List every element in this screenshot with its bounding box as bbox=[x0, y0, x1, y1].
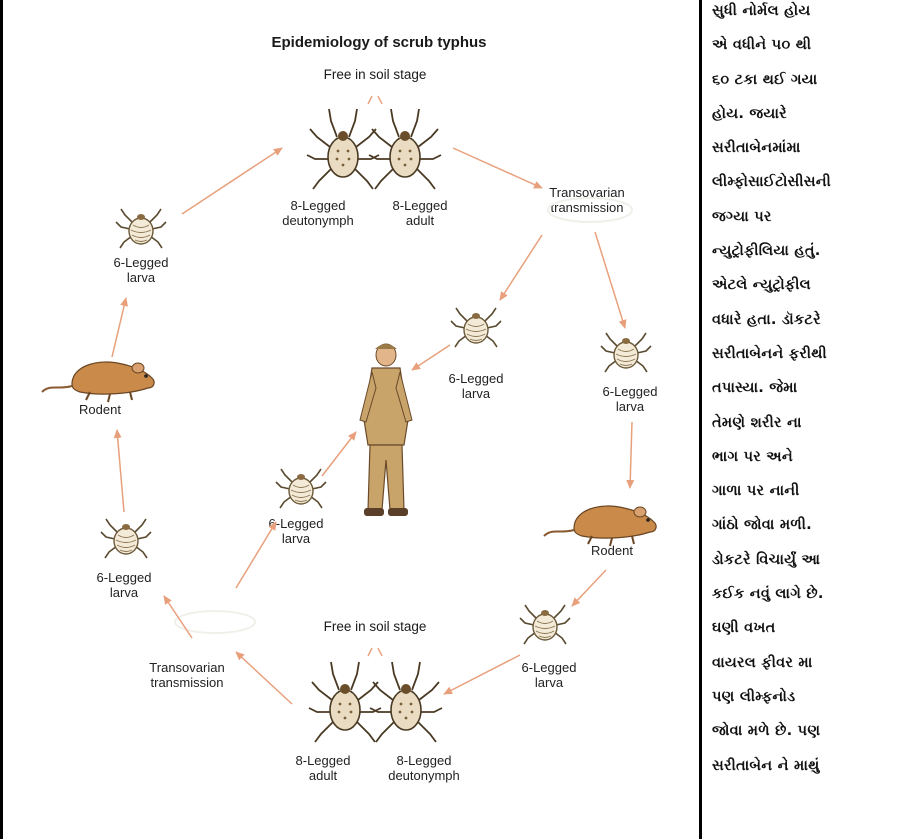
article-line: ડોકટરે વિચાર્યું આ bbox=[712, 543, 908, 577]
arrow-adult-to-transovarian-left bbox=[236, 652, 292, 704]
arrow-transovarian-to-larva-right bbox=[595, 232, 625, 328]
article-line: લીમ્ફોસાઈટોસીસની bbox=[712, 165, 908, 199]
larva-right-top-label-1: 6-Legged bbox=[603, 384, 658, 399]
adult-bottom-label-2: adult bbox=[309, 768, 338, 783]
arrow-adult-to-transovarian bbox=[453, 148, 542, 188]
transovarian-left-label-1: Transovarian bbox=[149, 660, 224, 675]
article-line: તેમણે શરીર ના bbox=[712, 406, 908, 440]
arrow-larva-to-deutonymph-bottom bbox=[444, 655, 520, 694]
article-line: સુધી નોર્મલ હોય bbox=[712, 0, 908, 28]
transovarian-right-label-2: transmission bbox=[551, 200, 624, 215]
arrow-transovarian-to-larva-center-bottom bbox=[236, 522, 276, 588]
arrow-rodent-to-larva-left bbox=[112, 298, 126, 357]
larva-left-bottom-label-2: larva bbox=[110, 585, 139, 600]
larva-left-top-label-1: 6-Legged bbox=[114, 255, 169, 270]
larva-left-top-label-2: larva bbox=[127, 270, 156, 285]
deutonymph-bottom-mite-icon bbox=[370, 662, 442, 742]
arrow-transovarian-to-larva-center bbox=[500, 235, 542, 300]
larva-left-bottom-icon bbox=[101, 519, 151, 558]
deutonymph-top-mite-icon bbox=[307, 109, 379, 189]
arrow-larva-to-rodent-left bbox=[117, 430, 124, 512]
deutonymph-bottom-label-1: 8-Legged bbox=[397, 753, 452, 768]
adult-bottom-label-1: 8-Legged bbox=[296, 753, 351, 768]
larva-right-bottom-icon bbox=[520, 605, 570, 644]
larva-left-bottom-label-1: 6-Legged bbox=[97, 570, 152, 585]
article-line: કઈક નવું લાગે છે. bbox=[712, 577, 908, 611]
article-line: ન્યુટ્રોફીલિયા હતું. bbox=[712, 234, 908, 268]
free-in-soil-bottom-label: Free in soil stage bbox=[324, 619, 427, 634]
article-line: જોવા મળે છે. પણ bbox=[712, 714, 908, 748]
deutonymph-top-label-1: 8-Legged bbox=[291, 198, 346, 213]
article-line: ગાંઠો જોવા મળી. bbox=[712, 508, 908, 542]
article-line: ૬૦ ટકા થઈ ગયા bbox=[712, 63, 908, 97]
arrow-larva-to-rodent-right bbox=[630, 422, 632, 488]
arrow-rodent-to-larva-right bbox=[572, 570, 606, 606]
deutonymph-top-label-2: deutonymph bbox=[282, 213, 354, 228]
article-line: ગાળા પર નાની bbox=[712, 474, 908, 508]
rodent-right-label: Rodent bbox=[591, 543, 633, 558]
article-line: એટલે ન્યુટ્રોફીલ bbox=[712, 268, 908, 302]
larva-left-top-icon bbox=[116, 209, 166, 248]
soil-release-marks-bottom bbox=[368, 648, 382, 656]
article-line: સરીતાબેનને ફરીથી bbox=[712, 337, 908, 371]
free-in-soil-top-label: Free in soil stage bbox=[324, 67, 427, 82]
rodent-right-icon bbox=[544, 506, 656, 546]
article-line: જગ્યા પર bbox=[712, 200, 908, 234]
arrow-larva-center-bottom-to-human bbox=[322, 432, 356, 476]
deutonymph-bottom-label-2: deutonymph bbox=[388, 768, 460, 783]
arrow-larva-center-to-human bbox=[412, 345, 450, 370]
article-line: વધારે હતા. ડૉકટરે bbox=[712, 303, 908, 337]
larva-center-top-label-2: larva bbox=[462, 386, 491, 401]
scrub-typhus-diagram: Epidemiology of scrub typhus Free in soi… bbox=[0, 0, 702, 839]
transovarian-left-label-2: transmission bbox=[151, 675, 224, 690]
larva-center-top-label-1: 6-Legged bbox=[449, 371, 504, 386]
article-line: હોય. જયારે bbox=[712, 97, 908, 131]
rodent-left-icon bbox=[42, 362, 154, 402]
article-line: પણ લીમ્ફનોડ bbox=[712, 680, 908, 714]
arrow-transovarian-to-larva-left bbox=[164, 596, 192, 638]
adult-top-label-1: 8-Legged bbox=[393, 198, 448, 213]
larva-center-bottom-icon bbox=[276, 469, 326, 508]
article-line: એ વધીને ૫૦ થી bbox=[712, 28, 908, 62]
soil-release-marks-top bbox=[368, 96, 382, 104]
diagram-title: Epidemiology of scrub typhus bbox=[271, 34, 486, 51]
article-line: સરીતાબેનમાંમા bbox=[712, 131, 908, 165]
adult-top-mite-icon bbox=[369, 109, 441, 189]
larva-right-bottom-label-1: 6-Legged bbox=[522, 660, 577, 675]
adult-bottom-mite-icon bbox=[309, 662, 381, 742]
larva-center-bottom-label-1: 6-Legged bbox=[269, 516, 324, 531]
larva-center-bottom-label-2: larva bbox=[282, 531, 311, 546]
adult-top-label-2: adult bbox=[406, 213, 435, 228]
larva-right-top-icon bbox=[601, 333, 651, 372]
rodent-left-label: Rodent bbox=[79, 402, 121, 417]
arrow-larva-to-free-soil bbox=[182, 148, 282, 214]
larva-right-top-label-2: larva bbox=[616, 399, 645, 414]
article-line: વાયરલ ફીવર મા bbox=[712, 646, 908, 680]
larva-center-top-icon bbox=[451, 308, 501, 347]
article-line: ભાગ પર અને bbox=[712, 440, 908, 474]
article-line: સરીતાબેન ને માથું bbox=[712, 749, 908, 783]
article-line: ઘણી વખત bbox=[712, 611, 908, 645]
article-line: તપાસ્યા. જેમા bbox=[712, 371, 908, 405]
larva-right-bottom-label-2: larva bbox=[535, 675, 564, 690]
human-host-icon bbox=[360, 344, 412, 516]
